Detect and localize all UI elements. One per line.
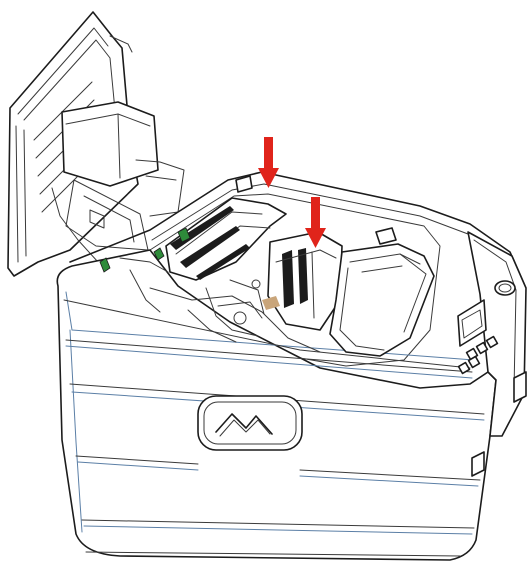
brand-logo-icon [215, 413, 273, 437]
control-buttons [457, 335, 499, 375]
interior-mechanism [99, 175, 435, 357]
ribbon-arrow-right [305, 197, 326, 248]
ribbon-arrow-left [258, 137, 279, 188]
lcd-display [457, 299, 487, 347]
printer-body [56, 171, 527, 561]
side-button [494, 280, 516, 296]
open-lid [7, 11, 185, 277]
ribbon-cartridge [329, 243, 435, 357]
